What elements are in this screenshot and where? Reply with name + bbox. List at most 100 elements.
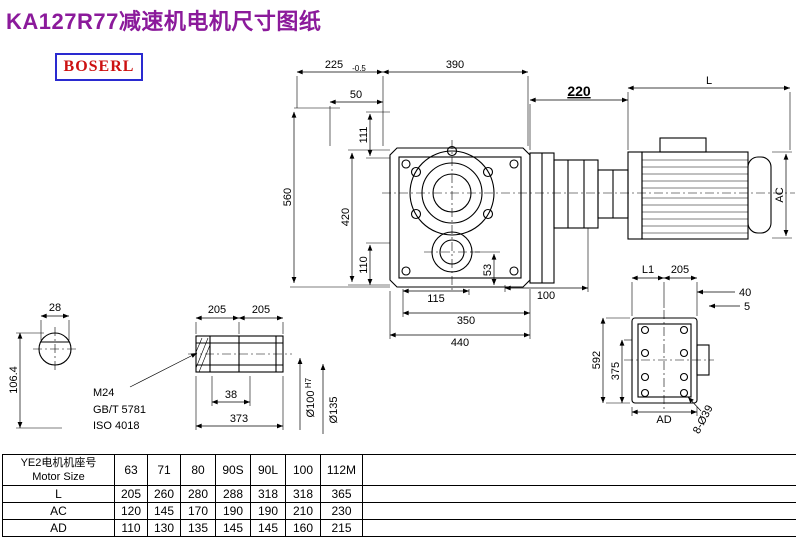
motor-rear-view: L1 205 40 5 592 375 AD 8-Ø39 [591, 264, 751, 436]
dim-bore-fit-h7: H7 [304, 377, 313, 388]
rear-side-tab [696, 344, 710, 376]
dim-390: 390 [446, 59, 464, 71]
dim-220: 220 [567, 83, 591, 99]
shaft-side-ext-lines [195, 322, 284, 430]
dim-560: 560 [282, 188, 294, 206]
dim-205-rear: 205 [671, 264, 689, 276]
bolt-hole [482, 208, 494, 220]
corner-hole [401, 266, 411, 276]
dim-375: 375 [610, 362, 622, 380]
dim-205-b: 205 [252, 304, 270, 316]
motor-size-label-en: Motor Size [32, 471, 85, 483]
dim-592: 592 [591, 351, 603, 369]
shaft-end-dim-lines [17, 313, 69, 428]
motor-cooling-fins [642, 159, 748, 234]
table-cell: 260 [147, 485, 181, 503]
table-cell: 170 [180, 502, 216, 520]
dim-440: 440 [451, 337, 469, 349]
table-filler-cell [362, 485, 796, 503]
label-m24: M24 [93, 387, 114, 399]
dim-111: 111 [358, 127, 370, 144]
rear-view-dim-lines [600, 275, 740, 415]
table-cell: 205 [114, 485, 148, 503]
dim-115: 115 [427, 293, 445, 305]
dim-373: 373 [230, 413, 248, 425]
output-bore-inner [432, 173, 472, 213]
dim-L1: L1 [642, 264, 654, 276]
table-col-header: 63 [114, 454, 148, 486]
dim-350: 350 [457, 315, 475, 327]
table-col-header: 80 [180, 454, 216, 486]
dim-205-a: 205 [208, 304, 226, 316]
terminal-box [659, 137, 707, 153]
table-row: AC 120 145 170 190 190 210 230 [2, 502, 796, 520]
dim-225: 225 [325, 59, 343, 71]
label-8-holes: 8-Ø39 [691, 403, 716, 436]
table-cell: 160 [285, 519, 321, 537]
table-cell: 230 [320, 502, 363, 520]
dim-motor-length-L: L [706, 75, 712, 87]
front-view-motor-assembly [529, 137, 772, 284]
dim-AC: AC [774, 187, 786, 202]
bolt-hole [482, 166, 494, 178]
dim-420: 420 [340, 208, 352, 226]
dim-od-135: Ø135 [328, 397, 340, 424]
table-cell: 145 [215, 519, 251, 537]
output-flange-circle [409, 150, 495, 236]
rear-bolt-hole [640, 348, 650, 358]
rear-bolt-hole [640, 372, 650, 382]
shaft-side-dim-lines [129, 315, 326, 434]
shaft-side-view: 205 205 38 373 M24 GB/T 5781 ISO 4018 Ø1… [93, 304, 340, 434]
dim-53: 53 [482, 264, 494, 276]
table-cell: 280 [180, 485, 216, 503]
motor-size-label-cn: YE2电机机座号 [20, 457, 97, 469]
table-header-row: YE2电机机座号 Motor Size 63 71 80 90S 90L 100… [2, 454, 796, 486]
boserl-logo: BOSERL [55, 53, 143, 81]
centerlines [33, 140, 795, 409]
bolt-hole [410, 166, 422, 178]
table-row-label: AC [2, 502, 115, 520]
dim-38: 38 [225, 389, 237, 401]
label-iso-4018: ISO 4018 [93, 420, 139, 432]
table-row-label: L [2, 485, 115, 503]
dim-5: 5 [744, 301, 750, 313]
table-filler-cell [362, 454, 796, 486]
bolt-hole [410, 208, 422, 220]
table-col-header: 90S [215, 454, 251, 486]
boserl-logo-text: BOSERL [63, 58, 135, 75]
table-cell: 110 [114, 519, 148, 537]
table-cell: 120 [114, 502, 148, 520]
dim-50: 50 [350, 89, 362, 101]
table-row-label: AD [2, 519, 115, 537]
table-cell: 318 [250, 485, 286, 503]
corner-hole [509, 266, 519, 276]
table-cell: 190 [215, 502, 251, 520]
rear-bolt-hole [679, 372, 689, 382]
table-cell: 135 [180, 519, 216, 537]
shaft-end-outline [38, 332, 72, 366]
rear-bolt-hole [679, 325, 689, 335]
corner-hole [401, 159, 411, 169]
table-cell: 215 [320, 519, 363, 537]
page-title: KA127R77减速机电机尺寸图纸 [6, 9, 322, 34]
table-cell: 145 [250, 519, 286, 537]
dim-28: 28 [49, 302, 61, 314]
rear-bolt-hole [679, 388, 689, 398]
table-corner-cell: YE2电机机座号 Motor Size [2, 454, 115, 486]
dimension-lines [291, 69, 790, 338]
table-col-header: 112M [320, 454, 363, 486]
table-col-header: 90L [250, 454, 286, 486]
table-cell: 318 [285, 485, 321, 503]
dim-100: 100 [537, 290, 555, 302]
fan-cover [747, 156, 772, 234]
dim-bore-100: Ø100 [305, 391, 317, 418]
table-filler-cell [362, 502, 796, 520]
rear-bolt-hole [640, 388, 650, 398]
label-gbt-5781: GB/T 5781 [93, 404, 146, 416]
motor-flange [627, 151, 643, 240]
table-row: AD 110 130 135 145 145 160 215 [2, 519, 796, 537]
rear-bolt-hole [679, 348, 689, 358]
extension-lines [290, 76, 792, 339]
